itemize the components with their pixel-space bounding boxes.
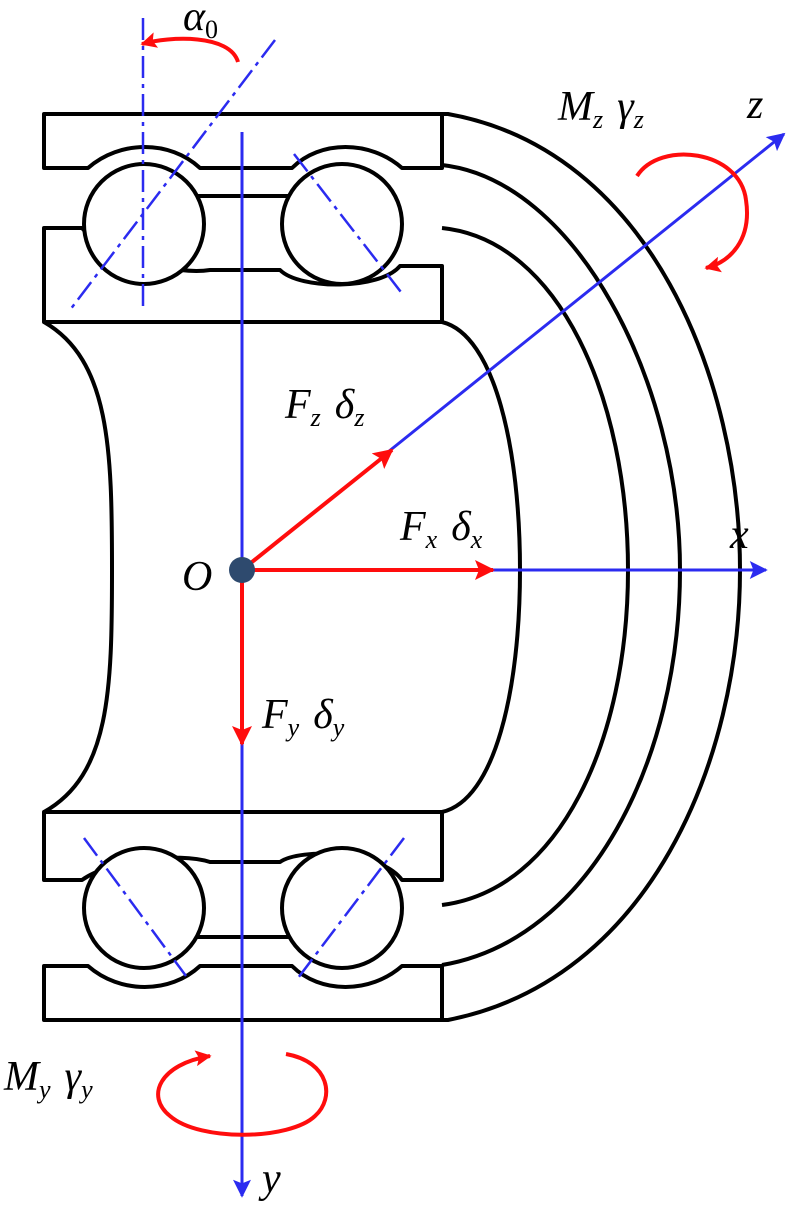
outer-ring-arc-3: [441, 226, 630, 907]
contact-line-bottom-left: [82, 837, 188, 977]
origin-label: O: [182, 554, 212, 600]
x-axis-label: x: [729, 512, 749, 558]
contact-lines: [69, 18, 405, 979]
z-axis-label: z: [746, 82, 763, 128]
contact-line-top-left: [69, 39, 276, 311]
alpha-label: α0: [183, 0, 218, 44]
my-moment-arrow: [156, 1050, 329, 1137]
mz-moment-arrow: [635, 152, 749, 273]
bottom-outer-race: [42, 964, 444, 1022]
bottom-ball-right: [280, 846, 404, 970]
outer-ring-arc-2: [441, 163, 682, 967]
fz-arrow: [240, 448, 394, 572]
top-ball-right: [280, 162, 404, 286]
contact-line-bottom-right: [297, 837, 405, 979]
top-outer-race: [42, 112, 444, 170]
inner-ring-arc: [441, 320, 522, 814]
force-arrows: [232, 448, 495, 746]
bottom-ball-left: [82, 846, 206, 970]
alpha-angle-arrow: [140, 32, 240, 63]
contact-line-top-right: [293, 153, 405, 297]
y-axis-label: y: [258, 1156, 281, 1202]
z-axis: [387, 132, 786, 454]
outer-rings: [441, 112, 742, 1022]
outer-ring-arc-1: [442, 112, 742, 1022]
bore-surface: [43, 320, 114, 814]
origin-point: [229, 557, 255, 583]
